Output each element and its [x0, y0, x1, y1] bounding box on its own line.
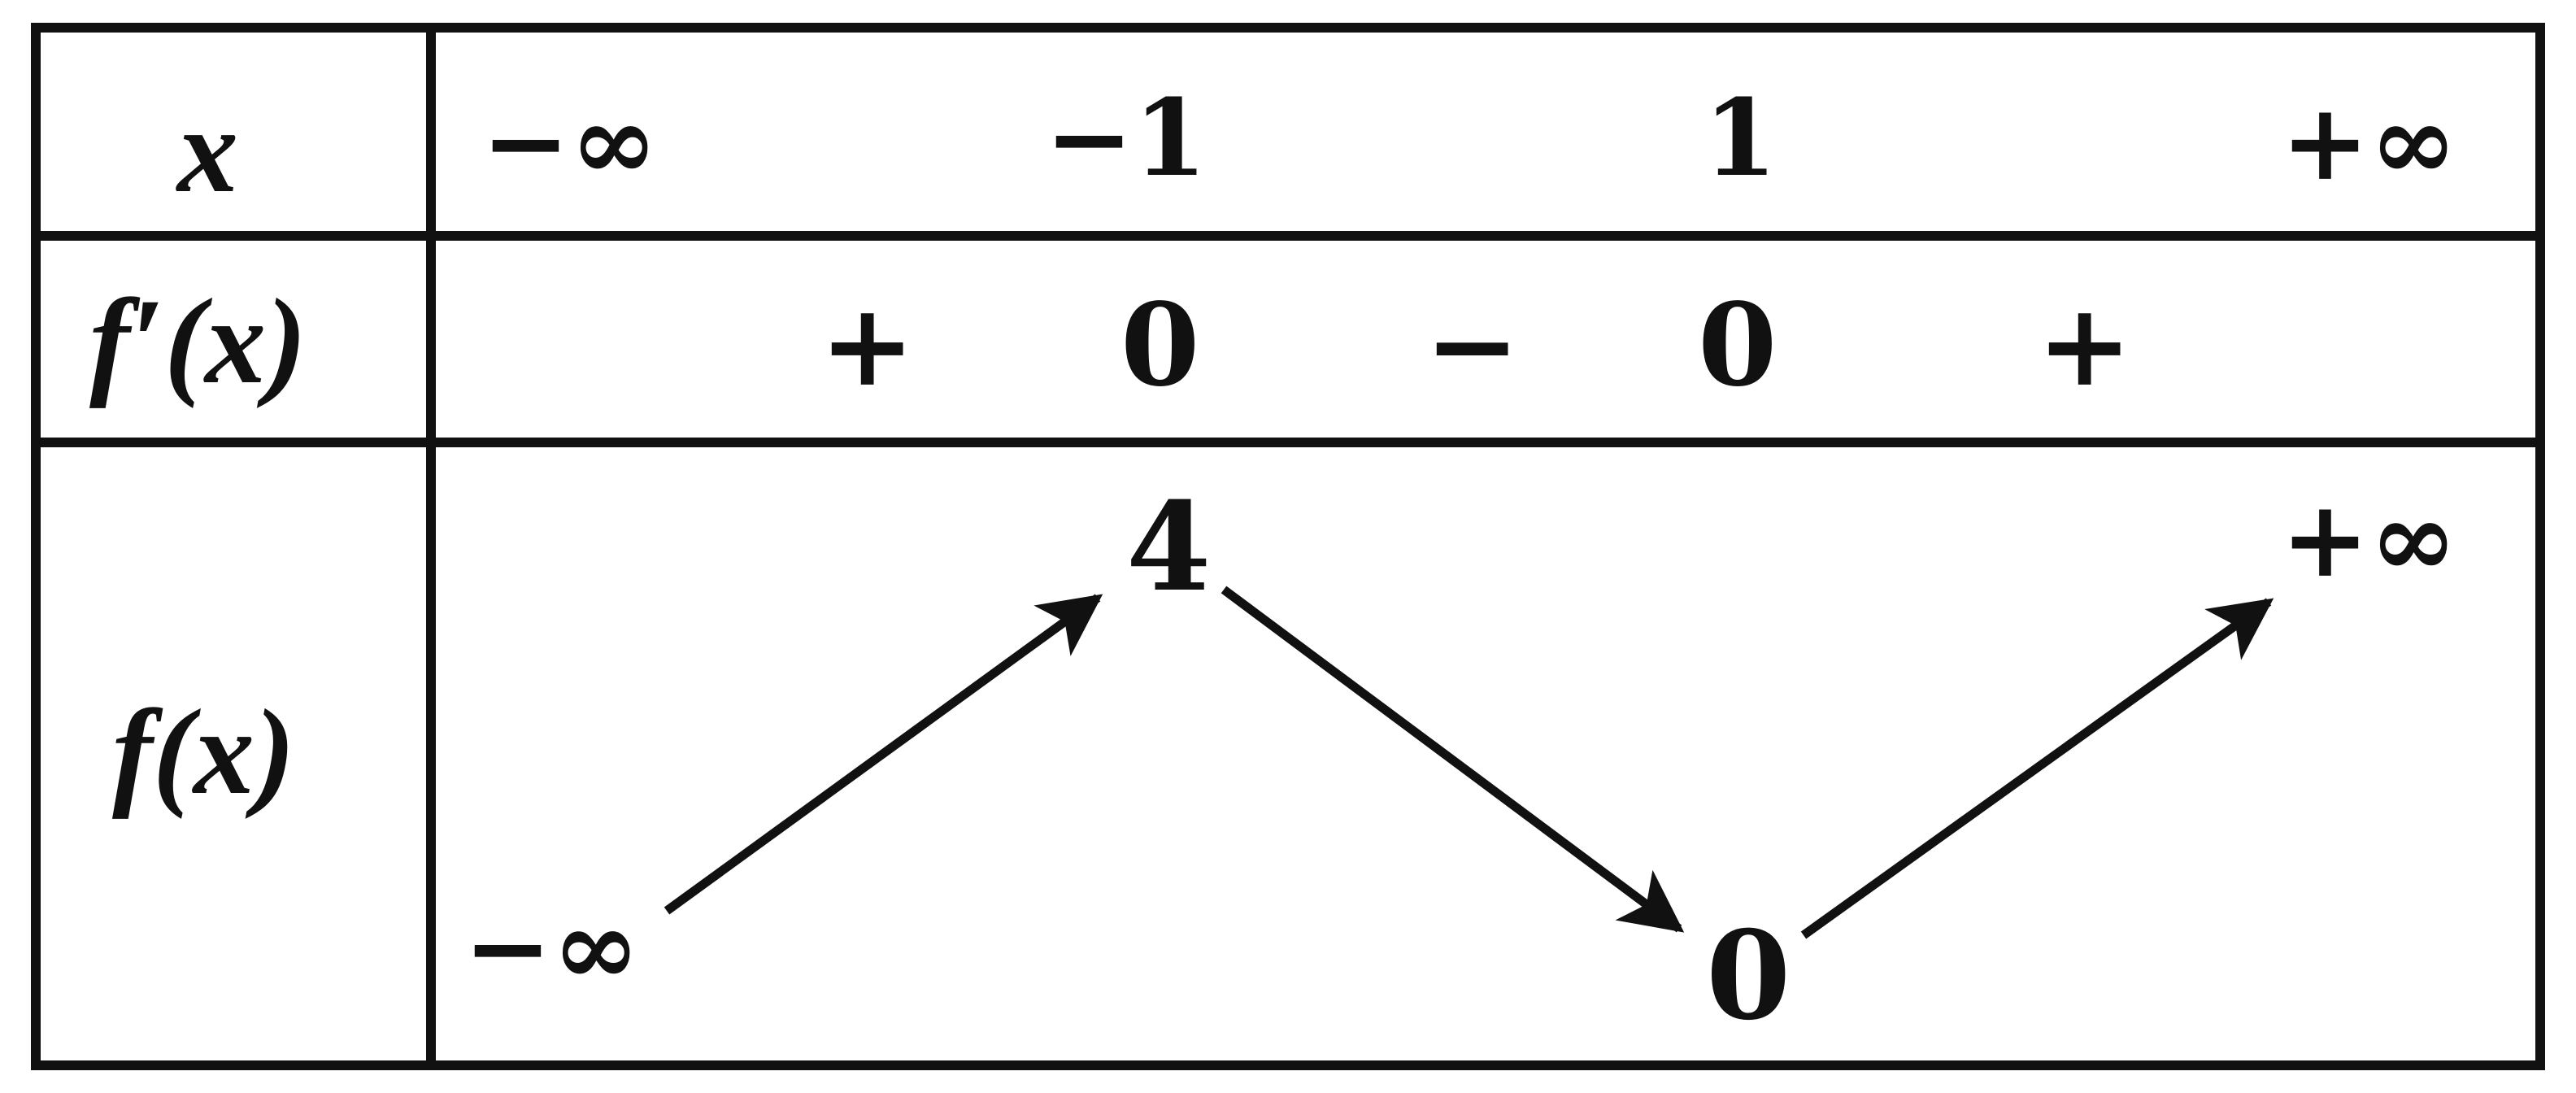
- f-value-local-min: 0: [1706, 904, 1791, 1047]
- fprime-sign-plus-1: +: [820, 279, 916, 412]
- fprime-sign-plus-2: +: [2037, 279, 2133, 412]
- f-value-local-max: 4: [1126, 476, 1212, 619]
- x-value-pos-infinity: +∞: [2281, 80, 2458, 204]
- row-label-fprime: f′(x): [89, 274, 307, 409]
- fprime-zero-2: 0: [1698, 279, 1778, 412]
- decreasing-arrow: [1221, 586, 1685, 933]
- x-value-neg-one: −1: [1045, 76, 1208, 200]
- x-value-neg-infinity: −∞: [481, 80, 659, 204]
- increasing-arrow-2: [1800, 598, 2274, 939]
- row-label-x: x: [177, 83, 238, 218]
- f-value-start: −∞: [463, 885, 641, 1009]
- row-label-f: f(x): [112, 685, 295, 820]
- table-border: [31, 23, 2545, 1070]
- fprime-zero-1: 0: [1120, 279, 1200, 412]
- x-value-one: 1: [1704, 76, 1778, 200]
- fprime-sign-minus: −: [1425, 279, 1521, 412]
- f-value-end: +∞: [2281, 477, 2458, 601]
- increasing-arrow-1: [664, 594, 1103, 915]
